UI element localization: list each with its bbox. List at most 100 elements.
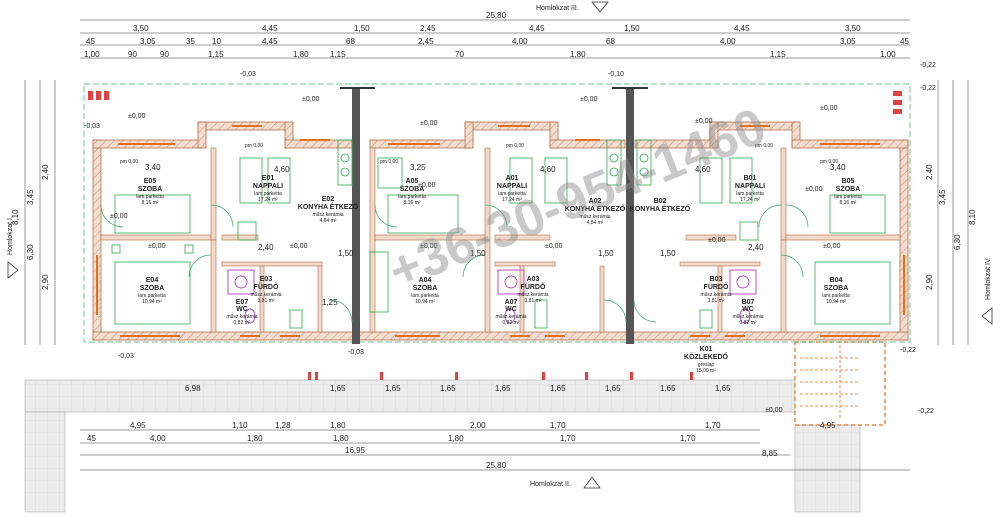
- dim-bottom-b-14: 1,70: [705, 421, 721, 430]
- level-z5: ±0,00: [580, 96, 598, 103]
- room-b02: B02 KONYHA ÉTKEZŐ: [630, 198, 691, 213]
- svg-text:E03: E03: [260, 276, 273, 283]
- terrace-paving-left: [24, 411, 66, 513]
- level-top-center: -0,10: [608, 71, 624, 78]
- svg-text:SZOBA: SZOBA: [836, 186, 861, 193]
- dim-top-r2-8: 2,45: [418, 37, 434, 46]
- svg-text:B04: B04: [830, 277, 843, 284]
- svg-text:műsz.kerámia: műsz.kerámia: [495, 314, 526, 320]
- dim-top-r1-5: 1,50: [624, 24, 640, 33]
- door-swings: [100, 204, 809, 323]
- inner-dim-325: 3,25: [410, 163, 426, 172]
- dim-bottom-a-4: 1,65: [385, 384, 401, 393]
- dim-right-7: 3,45: [938, 189, 947, 205]
- inner-dim-240-a: 2,40: [258, 243, 274, 252]
- svg-text:B07: B07: [742, 299, 755, 306]
- svg-text:WC: WC: [236, 306, 248, 313]
- dim-bottom-a-6: 1,65: [440, 384, 456, 393]
- svg-text:0,82 m²: 0,82 m²: [503, 320, 520, 326]
- dim-top-total: 25,80: [486, 11, 507, 20]
- dim-bottom-c-0: 45: [87, 434, 96, 443]
- inner-dim-460-c: 4,60: [695, 165, 711, 174]
- dim-top-r3-20: 1,15: [770, 50, 786, 59]
- svg-text:SZOBA: SZOBA: [413, 285, 438, 292]
- svg-text:B03: B03: [710, 276, 723, 283]
- level-z10: ±0,00: [418, 182, 436, 189]
- svg-text:lam.parketta: lam.parketta: [254, 191, 282, 197]
- elevation-label-right: Homlokzat IV.: [985, 257, 992, 300]
- svg-text:SZOBA: SZOBA: [138, 186, 163, 193]
- elevation-label-bottom: Homlokzat II.: [530, 481, 571, 488]
- svg-text:KONYHA ÉTKEZŐ: KONYHA ÉTKEZŐ: [630, 204, 691, 213]
- room-a03: A03 FÜRDŐ műsz.kerámia 3,81 m²: [517, 276, 548, 304]
- svg-text:A02: A02: [589, 198, 602, 205]
- elevation-marker-right: [981, 307, 993, 325]
- room-e05: E05 SZOBA lam.parketta 8,16 m²: [136, 178, 164, 206]
- inner-dim-150-b: 1,50: [470, 249, 486, 258]
- svg-text:B02: B02: [654, 198, 667, 205]
- svg-text:NAPPALI: NAPPALI: [253, 183, 283, 190]
- level-z4: ±0,00: [820, 105, 838, 112]
- svg-text:KONYHA ÉTKEZŐ: KONYHA ÉTKEZŐ: [298, 202, 359, 211]
- svg-text:lam.parketta: lam.parketta: [136, 194, 164, 200]
- inner-dim-150-a: 1,50: [338, 249, 354, 258]
- level-z3: ±0,00: [128, 113, 146, 120]
- level-z11: ±0,00: [805, 186, 823, 193]
- svg-text:3,81 m²: 3,81 m²: [258, 298, 275, 304]
- room-b05: B05 SZOBA lam.parketta 8,16 m²: [834, 178, 862, 206]
- svg-text:SZOBA: SZOBA: [140, 285, 165, 292]
- svg-text:E02: E02: [322, 196, 335, 203]
- svg-text:3,81 m²: 3,81 m²: [708, 298, 725, 304]
- pm-label-4: pm 0,00: [506, 143, 524, 149]
- terrace-paving-right: [794, 424, 861, 513]
- windows: [96, 125, 905, 337]
- svg-text:4,84 m²: 4,84 m²: [320, 218, 337, 224]
- pm-label-1: pm 0,00: [120, 159, 138, 165]
- svg-text:3,81 m²: 3,81 m²: [525, 298, 542, 304]
- svg-text:E04: E04: [146, 277, 159, 284]
- room-e07: E07 WC műsz.kerámia 0,82 m²: [226, 299, 257, 326]
- dim-bottom-b-16: 4,95: [820, 421, 836, 430]
- svg-text:lam.parketta: lam.parketta: [822, 293, 850, 299]
- dim-bottom-b-9: 2,00: [470, 421, 486, 430]
- room-b01: B01 NAPPALI lam.parketta 17,24 m²: [735, 175, 765, 203]
- level-z7: ±0,00: [148, 243, 166, 250]
- elevation-marker-top: [591, 1, 609, 13]
- dim-top-r1-3: 2,45: [420, 24, 436, 33]
- room-b03: B03 FÜRDŐ műsz.kerámia 3,81 m²: [700, 276, 731, 304]
- dim-top-r1-1: 4,45: [262, 24, 278, 33]
- svg-text:műsz.kerámia: műsz.kerámia: [517, 292, 548, 298]
- pm-label-6: pm 0,00: [820, 159, 838, 165]
- stair-treads: [800, 345, 860, 420]
- svg-text:17,24 m²: 17,24 m²: [502, 197, 522, 203]
- svg-text:17,24 m²: 17,24 m²: [740, 197, 760, 203]
- level-top-right: -0,22: [920, 62, 936, 69]
- dim-top-r3-12: 70: [455, 50, 464, 59]
- svg-text:A03: A03: [527, 276, 540, 283]
- svg-text:KONYHA ÉTKEZŐ: KONYHA ÉTKEZŐ: [565, 204, 626, 213]
- sanitary-fixtures: [227, 269, 757, 324]
- svg-text:lam.parketta: lam.parketta: [834, 194, 862, 200]
- svg-text:A01: A01: [506, 175, 519, 182]
- dim-top-r2-2: 35: [186, 37, 195, 46]
- svg-text:8,16 m²: 8,16 m²: [840, 200, 857, 206]
- svg-text:WC: WC: [742, 306, 754, 313]
- room-k01: K01 KÖZLEKEDŐ greslap 15,09 m²: [684, 346, 729, 374]
- room-e01: E01 NAPPALI lam.parketta 17,24 m²: [253, 175, 283, 203]
- inner-dim-460-a: 4,60: [274, 165, 290, 174]
- plot-outline: [83, 83, 911, 343]
- room-a01: A01 NAPPALI lam.parketta 17,24 m²: [497, 175, 527, 203]
- dim-top-r3-2: 90: [160, 50, 169, 59]
- inner-dim-240-b: 2,40: [748, 243, 764, 252]
- svg-text:műsz.kerámia: műsz.kerámia: [250, 292, 281, 298]
- dim-bottom-b-4: 1,28: [275, 421, 291, 430]
- level-z2: ±0,00: [420, 120, 438, 127]
- svg-text:0,82 m²: 0,82 m²: [234, 320, 251, 326]
- svg-text:KÖZLEKEDŐ: KÖZLEKEDŐ: [684, 352, 729, 361]
- dim-top-r2-13: 68: [606, 37, 615, 46]
- dim-left-9: 2,90: [41, 274, 50, 290]
- svg-text:17,24 m²: 17,24 m²: [258, 197, 278, 203]
- dim-right-6: 2,40: [925, 164, 934, 180]
- dim-top-r3-4: 1,15: [208, 50, 224, 59]
